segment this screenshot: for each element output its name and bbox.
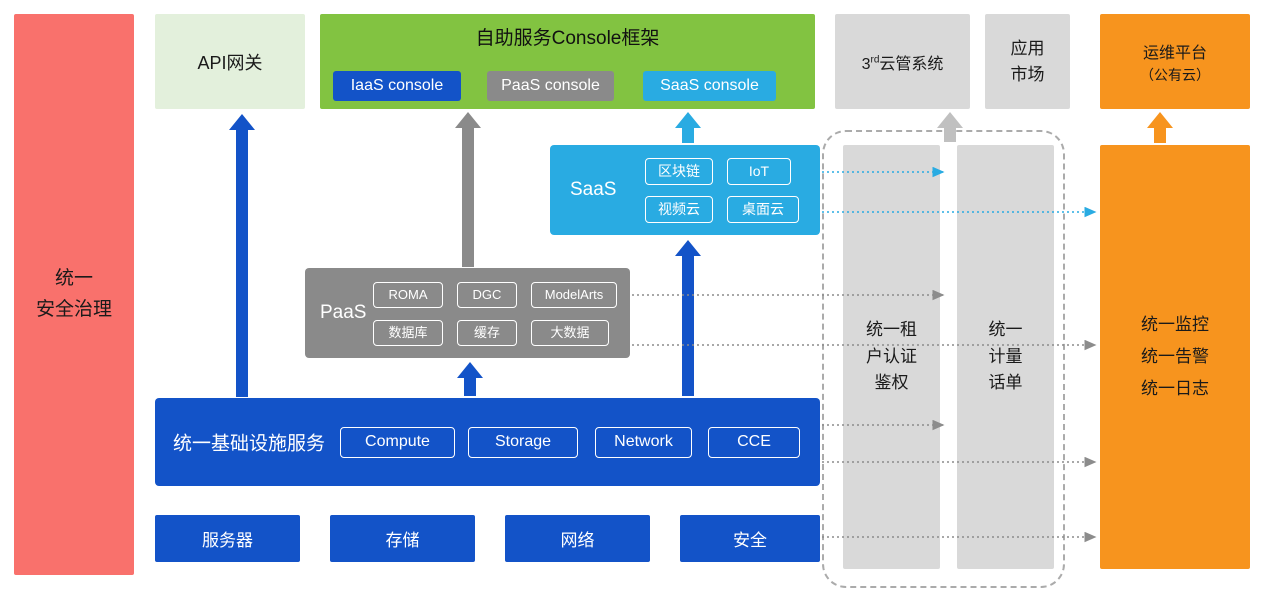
api-gateway-label: API网关 — [197, 52, 263, 73]
tenant-auth-label-line1: 统一租 — [866, 320, 917, 340]
console-framework-title: 自助服务Console框架 — [475, 28, 660, 49]
saas-console-button: SaaS console — [643, 71, 776, 101]
app-market-label-line1: 应用 — [1010, 39, 1045, 58]
ops-platform-label-line2: （公有云） — [1140, 66, 1210, 83]
metering-billing-label-line2: 计量 — [988, 346, 1023, 366]
paas-layer-box: PaaS ROMA DGC ModelArts 数据库 缓存 大数据 — [305, 268, 630, 358]
tenant-auth-label-line3: 鉴权 — [874, 373, 909, 393]
monitor-label-line2: 统一告警 — [1141, 346, 1209, 366]
saas-chip-desktop-cloud: 桌面云 — [727, 196, 799, 223]
security-governance-bar: 统一 安全治理 — [14, 14, 134, 575]
saas-layer-label: SaaS — [570, 179, 617, 200]
console-framework-box: 自助服务Console框架 IaaS console PaaS console … — [320, 14, 815, 109]
metering-billing-bar: 统一 计量 话单 — [957, 145, 1054, 569]
paas-chip-bigdata: 大数据 — [531, 320, 609, 346]
iaas-layer-label: 统一基础设施服务 — [173, 433, 326, 455]
third-party-cloud-mgmt-box: 3rd云管系统 — [835, 14, 970, 109]
tenant-auth-bar: 统一租 户认证 鉴权 — [843, 145, 940, 569]
metering-billing-label-line1: 统一 — [988, 320, 1023, 340]
hardware-box-server: 服务器 — [155, 515, 300, 562]
api-gateway-box: API网关 — [155, 14, 305, 109]
paas-chip-database: 数据库 — [373, 320, 443, 346]
monitor-label-line1: 统一监控 — [1141, 314, 1209, 334]
iaas-console-button: IaaS console — [333, 71, 461, 101]
third-party-cloud-mgmt-label: 3rd云管系统 — [861, 54, 944, 73]
arrow-iaas-to-api-gateway — [229, 114, 255, 397]
paas-chip-roma: ROMA — [373, 282, 443, 308]
iaas-chip-storage: Storage — [468, 427, 578, 458]
paas-chip-dgc: DGC — [457, 282, 517, 308]
iaas-chip-compute: Compute — [340, 427, 455, 458]
monitor-label-line3: 统一日志 — [1141, 379, 1209, 399]
arrow-paas-to-console — [455, 112, 481, 267]
hardware-box-storage: 存储 — [330, 515, 475, 562]
saas-chip-video-cloud: 视频云 — [645, 196, 713, 223]
app-market-box: 应用 市场 — [985, 14, 1070, 109]
iaas-chip-network: Network — [595, 427, 692, 458]
ops-platform-box: 运维平台 （公有云） — [1100, 14, 1250, 109]
tenant-auth-label-line2: 户认证 — [866, 346, 917, 366]
arrow-iaas-to-saas — [675, 240, 701, 396]
saas-chip-blockchain: 区块链 — [645, 158, 713, 185]
saas-chip-iot: IoT — [727, 158, 791, 185]
security-governance-label-line1: 统一 — [54, 268, 93, 290]
hardware-box-security: 安全 — [680, 515, 820, 562]
monitoring-alarm-log-box: 统一监控 统一告警 统一日志 — [1100, 145, 1250, 569]
hardware-box-network: 网络 — [505, 515, 650, 562]
app-market-label-line2: 市场 — [1010, 64, 1045, 84]
metering-billing-label-line3: 话单 — [988, 373, 1023, 393]
iaas-chip-cce: CCE — [708, 427, 800, 458]
paas-console-button: PaaS console — [487, 71, 614, 101]
security-governance-label-line2: 安全治理 — [35, 298, 112, 320]
paas-chip-cache: 缓存 — [457, 320, 517, 346]
iaas-layer-box: 统一基础设施服务 Compute Storage Network CCE — [155, 398, 820, 486]
ops-platform-label-line1: 运维平台 — [1142, 44, 1207, 62]
arrow-monitor-to-ops-platform — [1147, 112, 1173, 143]
paas-chip-modelarts: ModelArts — [531, 282, 617, 308]
arrow-iaas-to-paas — [457, 362, 483, 396]
paas-layer-label: PaaS — [320, 302, 367, 323]
saas-layer-box: SaaS 区块链 IoT 视频云 桌面云 — [550, 145, 820, 235]
arrow-saas-to-console — [675, 112, 701, 143]
